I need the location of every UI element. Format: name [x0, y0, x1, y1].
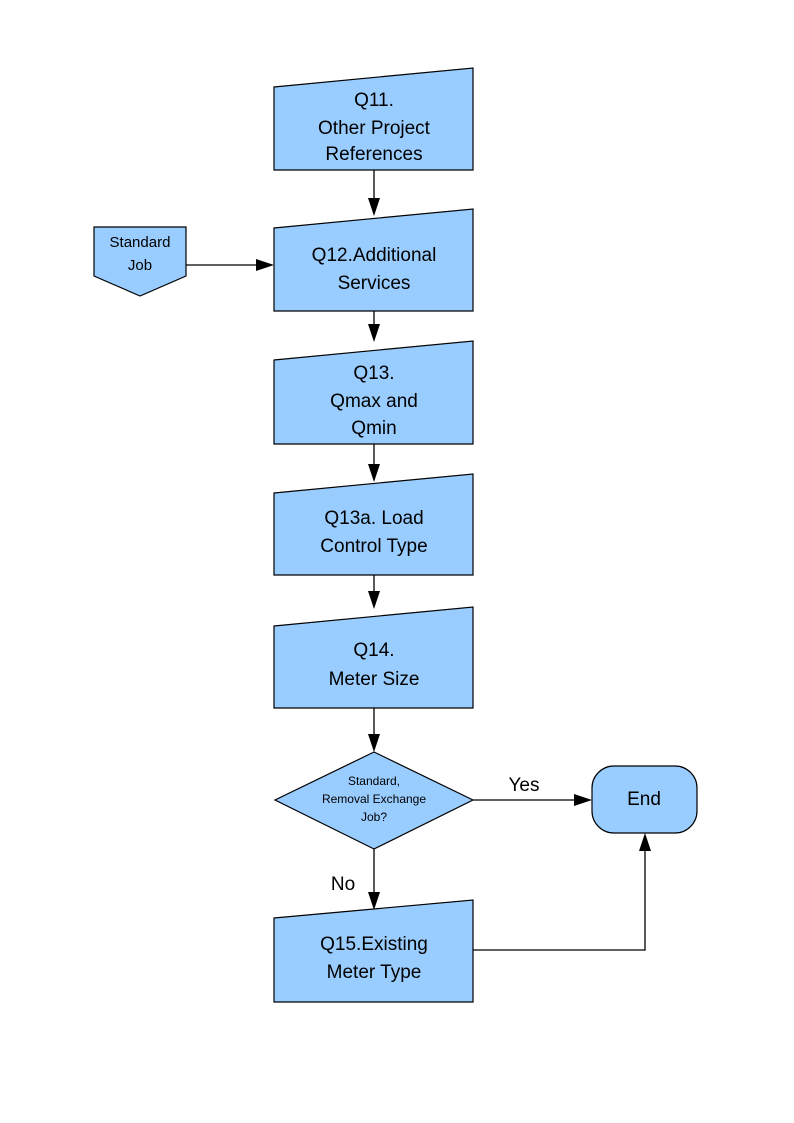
q11-label-line-2: Other Project: [318, 118, 431, 139]
standard-job-shape: [93, 226, 187, 297]
q13-label-line-3: Qmin: [351, 418, 396, 439]
q15-label-line-2: Meter Type: [327, 962, 422, 983]
q13a-label-line-1: Q13a. Load: [324, 508, 423, 529]
node-standard-job[interactable]: Standard Job: [93, 226, 187, 297]
q13a-shape: [273, 473, 474, 576]
edge-q12-to-q13: [368, 311, 380, 342]
q13a-label-line-2: Control Type: [320, 536, 427, 557]
decision-label-line-2: Removal Exchange: [322, 792, 426, 806]
node-q11[interactable]: Q11. Other Project References: [273, 67, 474, 171]
edge-q11-to-q12: [368, 170, 380, 216]
node-end[interactable]: End: [591, 765, 698, 834]
end-shape: [591, 765, 698, 834]
edge-standard-job-to-q12: [186, 259, 274, 271]
decision-label-line-1: Standard,: [348, 774, 400, 788]
q11-label-line-3: References: [325, 144, 422, 165]
q12-label-line-1: Q12.Additional: [312, 245, 437, 266]
q12-label-line-2: Services: [338, 273, 411, 294]
edge-decision-to-end: [473, 794, 592, 806]
q13-shape: [273, 340, 474, 445]
edge-decision-to-q15: [368, 849, 380, 910]
q12-shape: [273, 208, 474, 312]
decision-shape: [273, 751, 475, 850]
edge-q13-to-q13a: [368, 444, 380, 482]
node-decision[interactable]: Standard, Removal Exchange Job?: [273, 751, 475, 850]
decision-label-line-3: Job?: [361, 810, 387, 824]
q14-shape: [273, 606, 474, 709]
end-label: End: [627, 789, 661, 810]
node-q13a[interactable]: Q13a. Load Control Type: [273, 473, 474, 576]
standard-job-label-line-1: Standard: [110, 234, 171, 251]
q14-label-line-2: Meter Size: [329, 669, 420, 690]
q15-label-line-1: Q15.Existing: [320, 934, 428, 955]
node-q15[interactable]: Q15.Existing Meter Type: [273, 899, 474, 1003]
edge-q14-to-decision: [368, 708, 380, 752]
node-q13[interactable]: Q13. Qmax and Qmin: [273, 340, 474, 445]
q15-shape: [273, 899, 474, 1003]
q13-label-line-2: Qmax and: [330, 391, 418, 412]
q11-shape: [273, 67, 474, 171]
node-q14[interactable]: Q14. Meter Size: [273, 606, 474, 709]
q11-label-line-1: Q11.: [354, 90, 394, 111]
edge-label-yes: Yes: [509, 775, 540, 796]
edge-q15-to-end: [473, 833, 651, 951]
edge-label-no: No: [331, 874, 355, 895]
q14-label-line-1: Q14.: [353, 640, 394, 661]
edge-q13a-to-q14: [368, 575, 380, 609]
node-q12[interactable]: Q12.Additional Services: [273, 208, 474, 312]
q13-label-line-1: Q13.: [353, 363, 394, 384]
standard-job-label-line-2: Job: [128, 257, 152, 274]
